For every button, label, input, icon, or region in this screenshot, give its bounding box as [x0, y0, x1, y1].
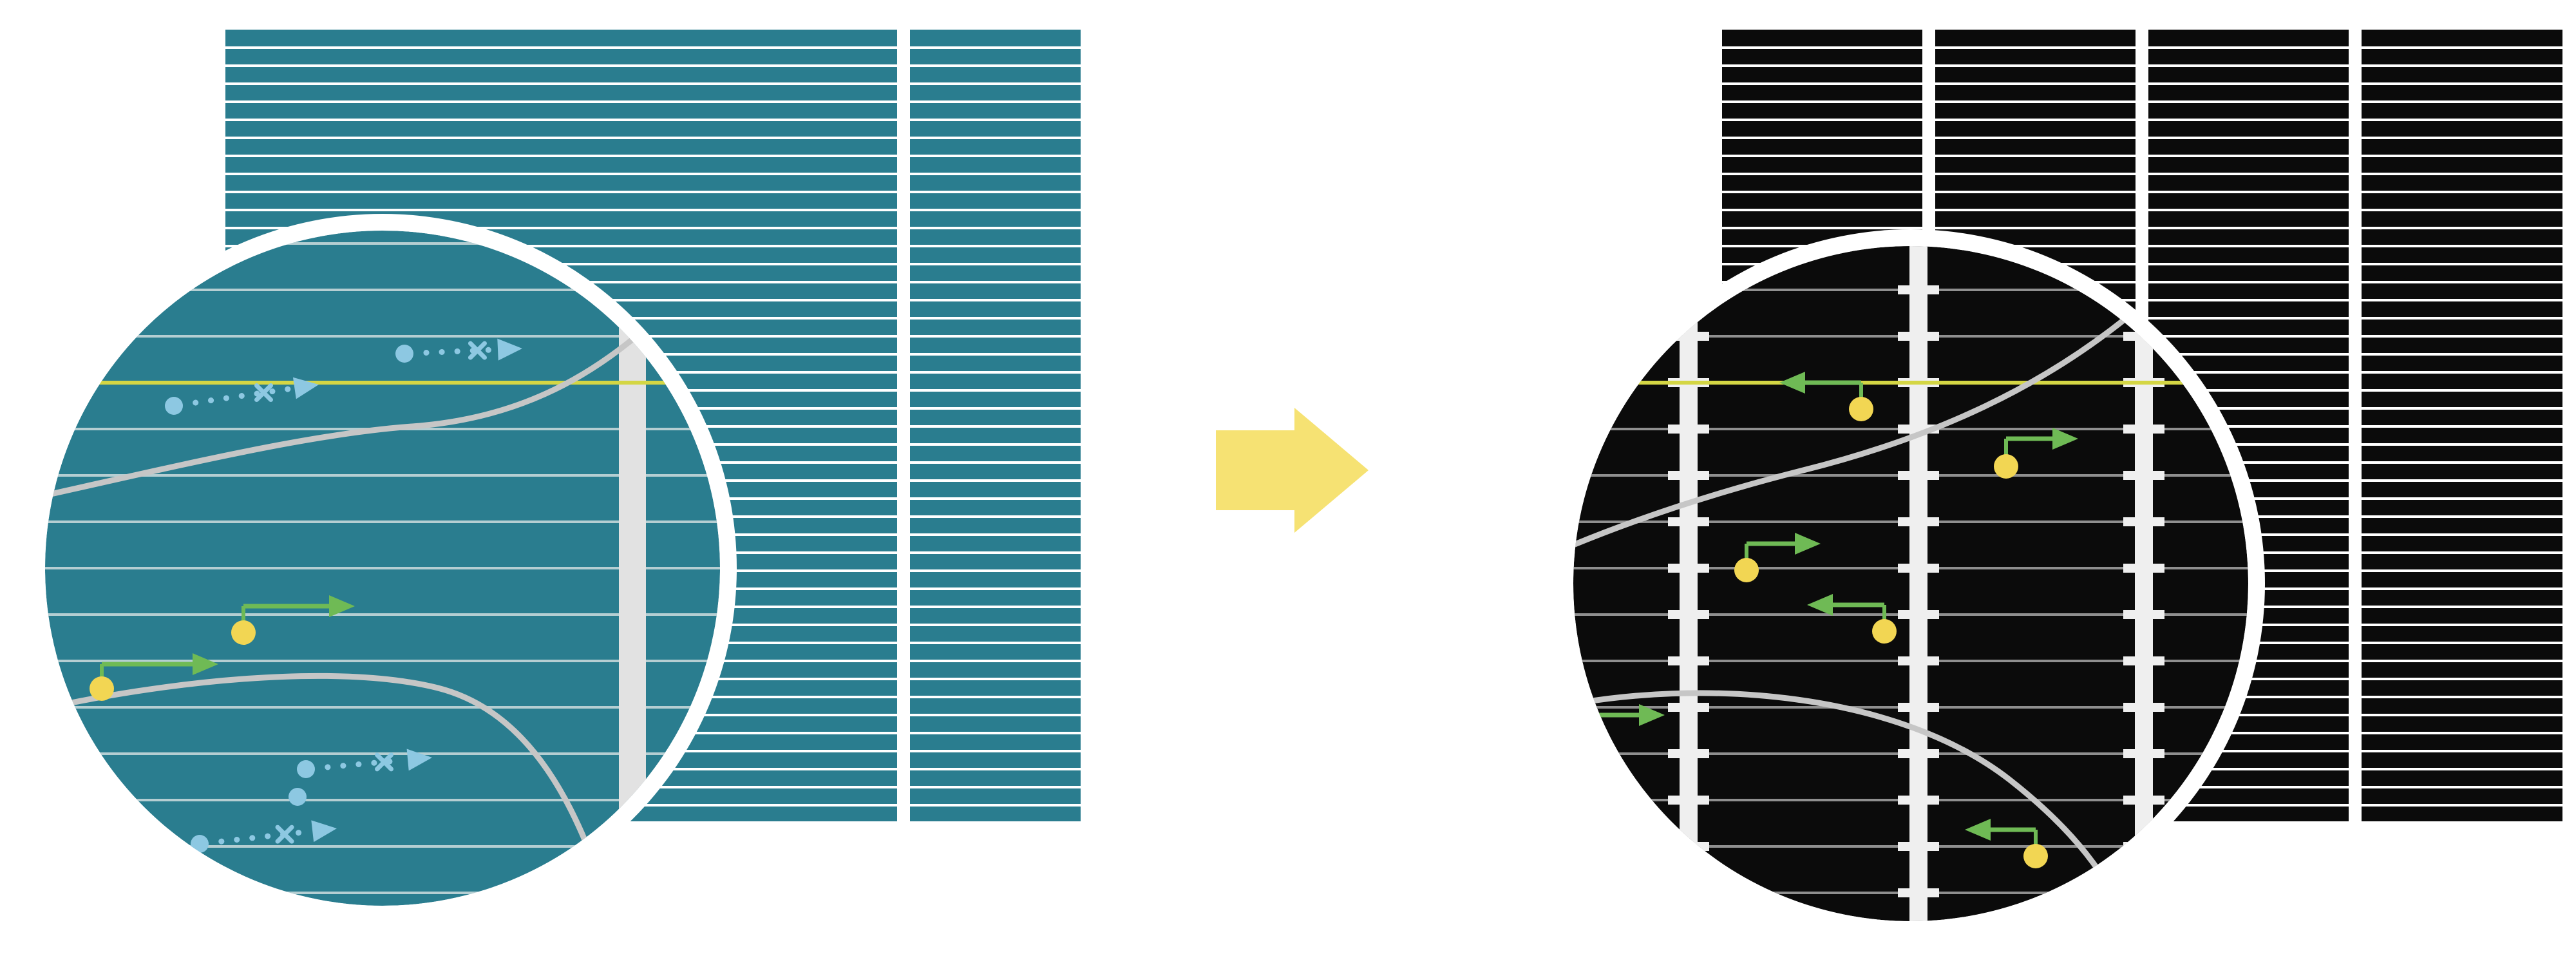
- right-busbar-2: [1898, 246, 1939, 921]
- arrowhead-icon: [406, 749, 432, 771]
- green-arrowhead-icon: [1639, 704, 1665, 726]
- grain-boundary-line: [1573, 300, 2148, 559]
- busbar-tick: [1668, 888, 1709, 897]
- rerouted-current-marker: [1994, 428, 2078, 479]
- busbar-tick: [2123, 749, 2164, 758]
- dislocation-dot: [191, 835, 209, 853]
- defect-dot: [1849, 397, 1873, 421]
- busbar-tick: [1668, 610, 1709, 619]
- busbar-tick: [1668, 564, 1709, 573]
- rerouted-current-marker: [90, 653, 218, 701]
- break-x-icon: [468, 341, 487, 360]
- arrowhead-icon: [311, 820, 337, 843]
- busbar-tick: [2123, 703, 2164, 712]
- busbar-tick: [1898, 656, 1939, 665]
- busbar-tick: [1898, 471, 1939, 480]
- right-busbar-1: [1668, 246, 1709, 921]
- green-arrowhead-icon: [1965, 819, 1991, 841]
- defect-dot: [2023, 844, 2048, 868]
- busbar-tick: [1668, 656, 1709, 665]
- busbar-tick: [1668, 285, 1709, 294]
- busbar-tick: [1898, 610, 1939, 619]
- green-arrowhead-icon: [1807, 594, 1833, 616]
- busbar-tick: [2123, 517, 2164, 526]
- broken-finger-marker: [297, 749, 432, 778]
- busbar-tick: [1668, 425, 1709, 434]
- rerouted-current-marker: [231, 595, 355, 645]
- rerouted-current-marker: [1965, 819, 2048, 868]
- busbar-tick: [1898, 564, 1939, 573]
- busbar-tick: [2123, 425, 2164, 434]
- defect-dot: [1994, 454, 2018, 479]
- green-arrowhead-icon: [1795, 533, 1821, 555]
- busbar-tick: [1668, 703, 1709, 712]
- busbar-tick: [1898, 517, 1939, 526]
- green-arrowhead-icon: [329, 595, 355, 617]
- busbar-tick: [1668, 471, 1709, 480]
- busbar-tick: [1898, 796, 1939, 805]
- green-arrowhead-icon: [1779, 372, 1805, 394]
- busbar-tick: [1668, 749, 1709, 758]
- busbar-tick: [1898, 703, 1939, 712]
- left-magnifier-inset: [28, 214, 737, 922]
- dislocation-dot: [395, 345, 413, 363]
- defect-dot: [1872, 619, 1897, 644]
- busbar-tick: [2123, 796, 2164, 805]
- busbar-tick: [1898, 888, 1939, 897]
- busbar-tick: [2123, 656, 2164, 665]
- busbar-tick: [1668, 517, 1709, 526]
- green-arrowhead-icon: [2052, 428, 2078, 450]
- busbar-tick: [2123, 564, 2164, 573]
- busbar-tick: [1668, 796, 1709, 805]
- defect-dot: [231, 620, 256, 645]
- rerouted-current-marker: [1807, 594, 1897, 644]
- defect-dot: [90, 676, 114, 701]
- dotted-path: [423, 347, 496, 356]
- right-magnifier-inset: [1557, 229, 2265, 938]
- grain-boundary-line: [45, 673, 616, 906]
- rerouted-current-marker: [1734, 533, 1821, 582]
- busbar-tick: [1898, 332, 1939, 341]
- arrowhead-icon: [292, 377, 319, 399]
- broken-finger-marker: [395, 338, 522, 363]
- defect-dot: [1734, 558, 1759, 582]
- dotted-path: [325, 757, 406, 770]
- busbar-tick: [1898, 285, 1939, 294]
- busbar-tick: [2123, 888, 2164, 897]
- rerouted-current-marker: [1779, 372, 1873, 421]
- busbar-tick: [2123, 471, 2164, 480]
- grain-boundary-line: [1573, 690, 2128, 921]
- broken-finger-marker: [191, 820, 337, 853]
- busbar-tick: [1898, 842, 1939, 851]
- broken-finger-marker: [165, 377, 319, 415]
- arrowhead-icon: [497, 338, 522, 361]
- dislocation-dot: [297, 760, 315, 778]
- dotted-path: [193, 386, 292, 406]
- dislocation-dot: [289, 788, 307, 806]
- busbar-tick: [1898, 749, 1939, 758]
- break-x-icon: [254, 383, 273, 403]
- transition-arrow: [1216, 408, 1368, 533]
- dotted-path: [218, 828, 310, 845]
- break-x-icon: [375, 752, 394, 772]
- green-arrowhead-icon: [193, 653, 218, 675]
- busbar-tick: [2123, 610, 2164, 619]
- break-x-icon: [275, 825, 294, 844]
- grain-boundary-line: [45, 290, 686, 506]
- dislocation-dot: [165, 397, 183, 415]
